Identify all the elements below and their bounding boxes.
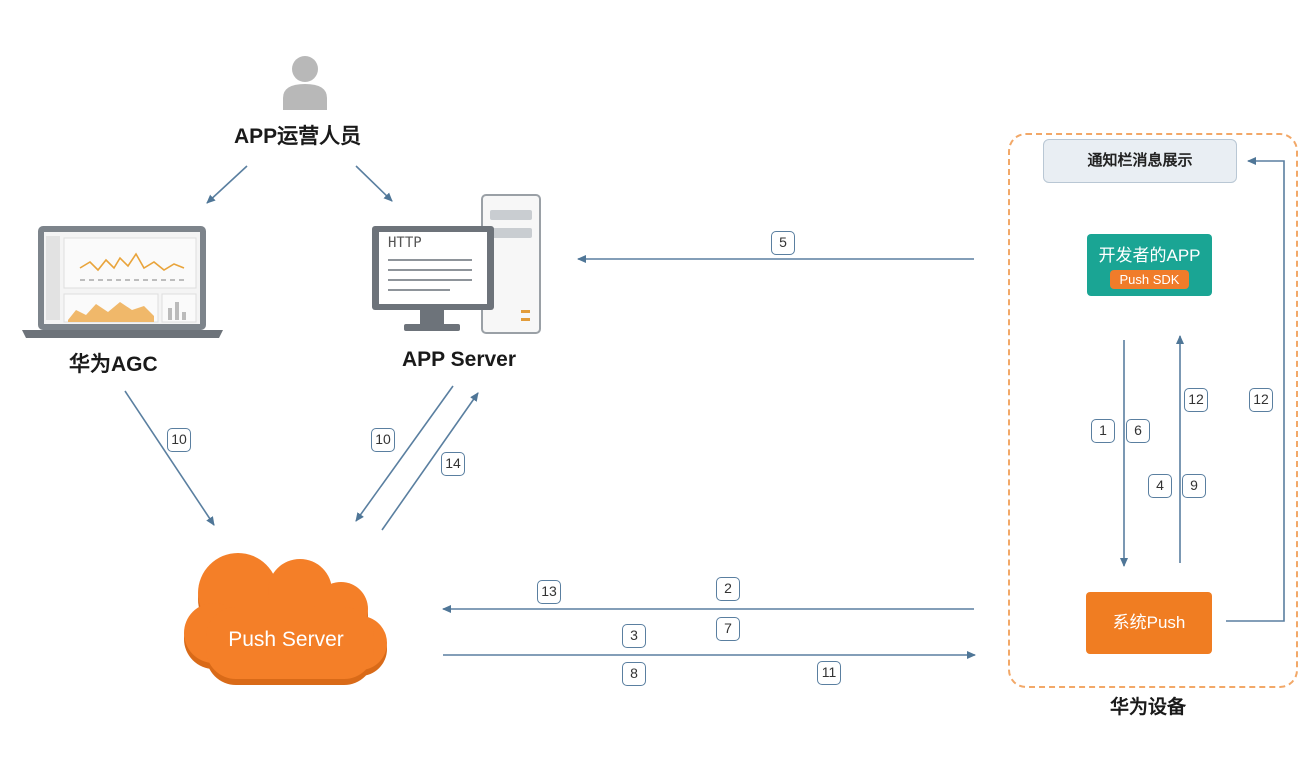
step-badge-4: 4: [1148, 474, 1172, 498]
step-badge-10-server: 10: [371, 428, 395, 452]
step-badge-11: 11: [817, 661, 841, 685]
http-screen-label: HTTP: [388, 235, 422, 251]
operator-label: APP运营人员: [234, 125, 362, 148]
huawei-device-frame: [1008, 133, 1298, 688]
push-server-label: Push Server: [228, 628, 344, 651]
arrow-syspush-to-notification: [1226, 157, 1285, 622]
step-badge-8: 8: [622, 662, 646, 686]
agc-label: 华为AGC: [69, 353, 158, 376]
push-server-cloud-icon: [184, 553, 387, 685]
step-badge-10-agc: 10: [167, 428, 191, 452]
step-badge-7: 7: [716, 617, 740, 641]
arrow-agc-to-push: [124, 390, 215, 526]
device-label: 华为设备: [1110, 697, 1187, 718]
step-badge-12-app: 12: [1184, 388, 1208, 412]
push-sdk-badge: Push SDK: [1109, 270, 1190, 289]
step-badge-1: 1: [1091, 419, 1115, 443]
notification-bar: 通知栏消息展示: [1043, 139, 1237, 183]
developer-app-label: 开发者的APP: [1098, 246, 1201, 265]
step-badge-3: 3: [622, 624, 646, 648]
agc-laptop-icon: [22, 226, 223, 338]
step-badge-12-notification: 12: [1249, 388, 1273, 412]
step-badge-2: 2: [716, 577, 740, 601]
app-server-icon: [372, 194, 541, 334]
arrow-operator-to-server: [355, 165, 393, 202]
operator-person-icon: [283, 56, 327, 110]
arrow-push-to-server: [381, 392, 479, 531]
step-badge-14: 14: [441, 452, 465, 476]
step-badge-5: 5: [771, 231, 795, 255]
app-server-label: APP Server: [402, 348, 517, 371]
step-badge-13: 13: [537, 580, 561, 604]
arrow-operator-to-agc: [206, 165, 248, 204]
step-badge-9: 9: [1182, 474, 1206, 498]
arrow-server-to-push: [355, 385, 454, 522]
step-badge-6: 6: [1126, 419, 1150, 443]
developer-app-box: 开发者的APP Push SDK: [1087, 234, 1212, 296]
system-push-box: 系统Push: [1086, 592, 1212, 654]
